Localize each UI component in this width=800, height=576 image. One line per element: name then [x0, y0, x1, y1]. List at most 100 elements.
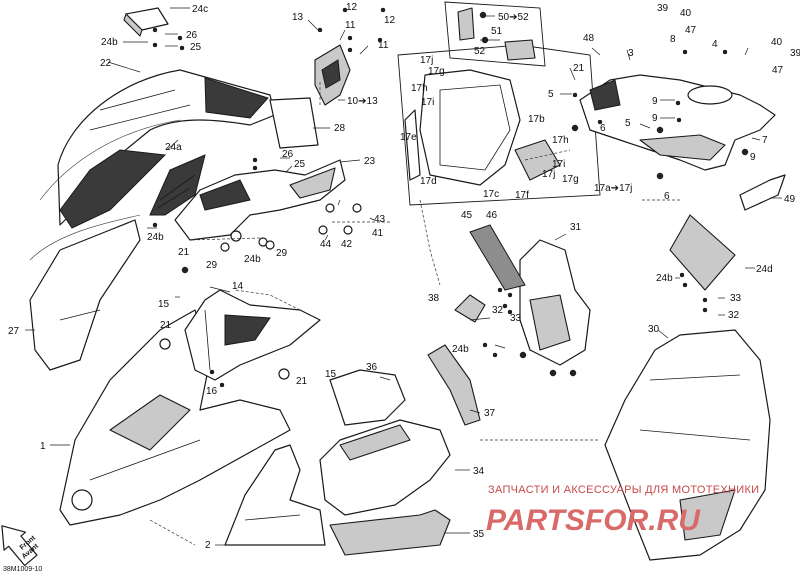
callout-39a: 39 [657, 3, 669, 14]
callout-17a-17j: 17a➔17j [594, 183, 632, 194]
fasteners [152, 7, 749, 388]
callout-27: 27 [8, 326, 20, 337]
callout-40a: 40 [680, 8, 692, 19]
callout-36: 36 [366, 362, 378, 373]
callout-15a: 15 [158, 299, 170, 310]
part-37-strip [427, 344, 481, 426]
part-10-mount [314, 44, 351, 106]
callout-17j-a: 17j [420, 55, 433, 66]
callout-17b: 17b [528, 114, 545, 125]
callout-25b: 25 [294, 159, 306, 170]
callout-32a: 32 [728, 310, 740, 321]
callout-22: 22 [100, 58, 112, 69]
callout-33a: 33 [730, 293, 742, 304]
callout-7: 7 [762, 135, 768, 146]
front-direction-arrow: Front Avant [1, 525, 40, 567]
callout-6b: 6 [664, 191, 670, 202]
callout-50-52: 50➔52 [498, 12, 529, 23]
part-2-lower-skirt [224, 444, 326, 546]
watermark-line2: PARTSFOR.RU [486, 504, 701, 537]
windshield-group-box [397, 44, 601, 206]
callout-17c: 17c [483, 189, 499, 200]
callout-15b: 15 [325, 369, 337, 380]
callout-24b: 24b [101, 37, 118, 48]
diagram-reference-code: 38M1009-10 [3, 566, 42, 573]
part-1-front-fairing [59, 309, 291, 526]
callout-21-r: 21 [573, 63, 585, 74]
callout-17i-a: 17i [421, 97, 434, 108]
callout-9a: 9 [652, 96, 658, 107]
callout-32b: 32 [492, 305, 504, 316]
part-22-upper-fairing [57, 69, 276, 229]
callout-40b: 40 [771, 37, 783, 48]
callout-28: 28 [334, 123, 346, 134]
callout-5b: 5 [625, 118, 631, 129]
callout-5a: 5 [548, 89, 554, 100]
callout-9c: 9 [750, 152, 756, 163]
callout-30: 30 [648, 324, 660, 335]
callout-17h-a: 17h [411, 83, 428, 94]
part-14-bracket [184, 289, 321, 381]
callout-43: 43 [374, 214, 386, 225]
callout-17h-b: 17h [552, 135, 569, 146]
part-24c-cap [123, 7, 169, 37]
callout-29a: 29 [206, 260, 218, 271]
callout-23: 23 [364, 156, 376, 167]
callout-3: 3 [628, 48, 634, 59]
callout-17d: 17d [420, 176, 437, 187]
callout-1: 1 [40, 441, 46, 452]
part-28-plate [269, 97, 319, 149]
part-24a-grille [149, 154, 206, 216]
callout-35: 35 [473, 529, 485, 540]
part-36-panel [329, 369, 406, 426]
callout-45: 45 [461, 210, 473, 221]
part-38-block [454, 294, 486, 323]
callout-48: 48 [583, 33, 595, 44]
watermark-line1: ЗАПЧАСТИ И АКСЕССУАРЫ ДЛЯ МОТОТЕХНИКИ [488, 484, 759, 496]
callout-24b-5: 24b [452, 344, 469, 355]
callout-51: 51 [491, 26, 503, 37]
callout-21b: 21 [160, 320, 172, 331]
callout-25: 25 [190, 42, 202, 53]
callout-13: 13 [292, 12, 304, 23]
callout-17e: 17e [400, 132, 417, 143]
callout-44: 44 [320, 239, 332, 250]
callout-33b: 33 [510, 313, 522, 324]
callout-11a: 11 [345, 20, 356, 31]
callout-14: 14 [232, 281, 244, 292]
callout-12a: 12 [346, 2, 358, 13]
assembly-guides [149, 82, 680, 546]
part-23-inner-panel [174, 159, 346, 241]
callout-39b: 39 [790, 48, 800, 59]
callout-49: 49 [784, 194, 796, 205]
callout-47b: 47 [772, 65, 784, 76]
callout-11b: 11 [378, 40, 389, 51]
callout-10: 10➔13 [347, 96, 378, 107]
callout-17g-a: 17g [428, 66, 445, 77]
callout-17j-b: 17j [542, 169, 555, 180]
part-49-plate [739, 174, 786, 211]
callout-47a: 47 [685, 25, 697, 36]
callout-24b-4: 24b [656, 273, 673, 284]
callout-42: 42 [341, 239, 353, 250]
callout-2: 2 [205, 540, 211, 551]
callout-21c: 21 [296, 376, 308, 387]
callout-24b-3: 24b [244, 254, 261, 265]
callout-6a: 6 [600, 123, 606, 134]
parts-50-52-box [444, 1, 546, 67]
callout-26: 26 [186, 30, 198, 41]
callout-26b: 26 [282, 149, 294, 160]
callout-24c: 24c [192, 4, 208, 15]
part-34-panel [319, 419, 451, 516]
callout-38: 38 [428, 293, 440, 304]
callout-31: 31 [570, 222, 582, 233]
leader-lines [25, 7, 782, 546]
callout-24a: 24a [165, 142, 182, 153]
callout-41: 41 [372, 228, 384, 239]
part-3-tank-cover [579, 74, 776, 171]
callout-24d: 24d [756, 264, 773, 275]
callout-29b: 29 [276, 248, 288, 259]
callout-17i-b: 17i [552, 159, 565, 170]
callout-37: 37 [484, 408, 496, 419]
part-24d-side-plate [669, 214, 736, 291]
